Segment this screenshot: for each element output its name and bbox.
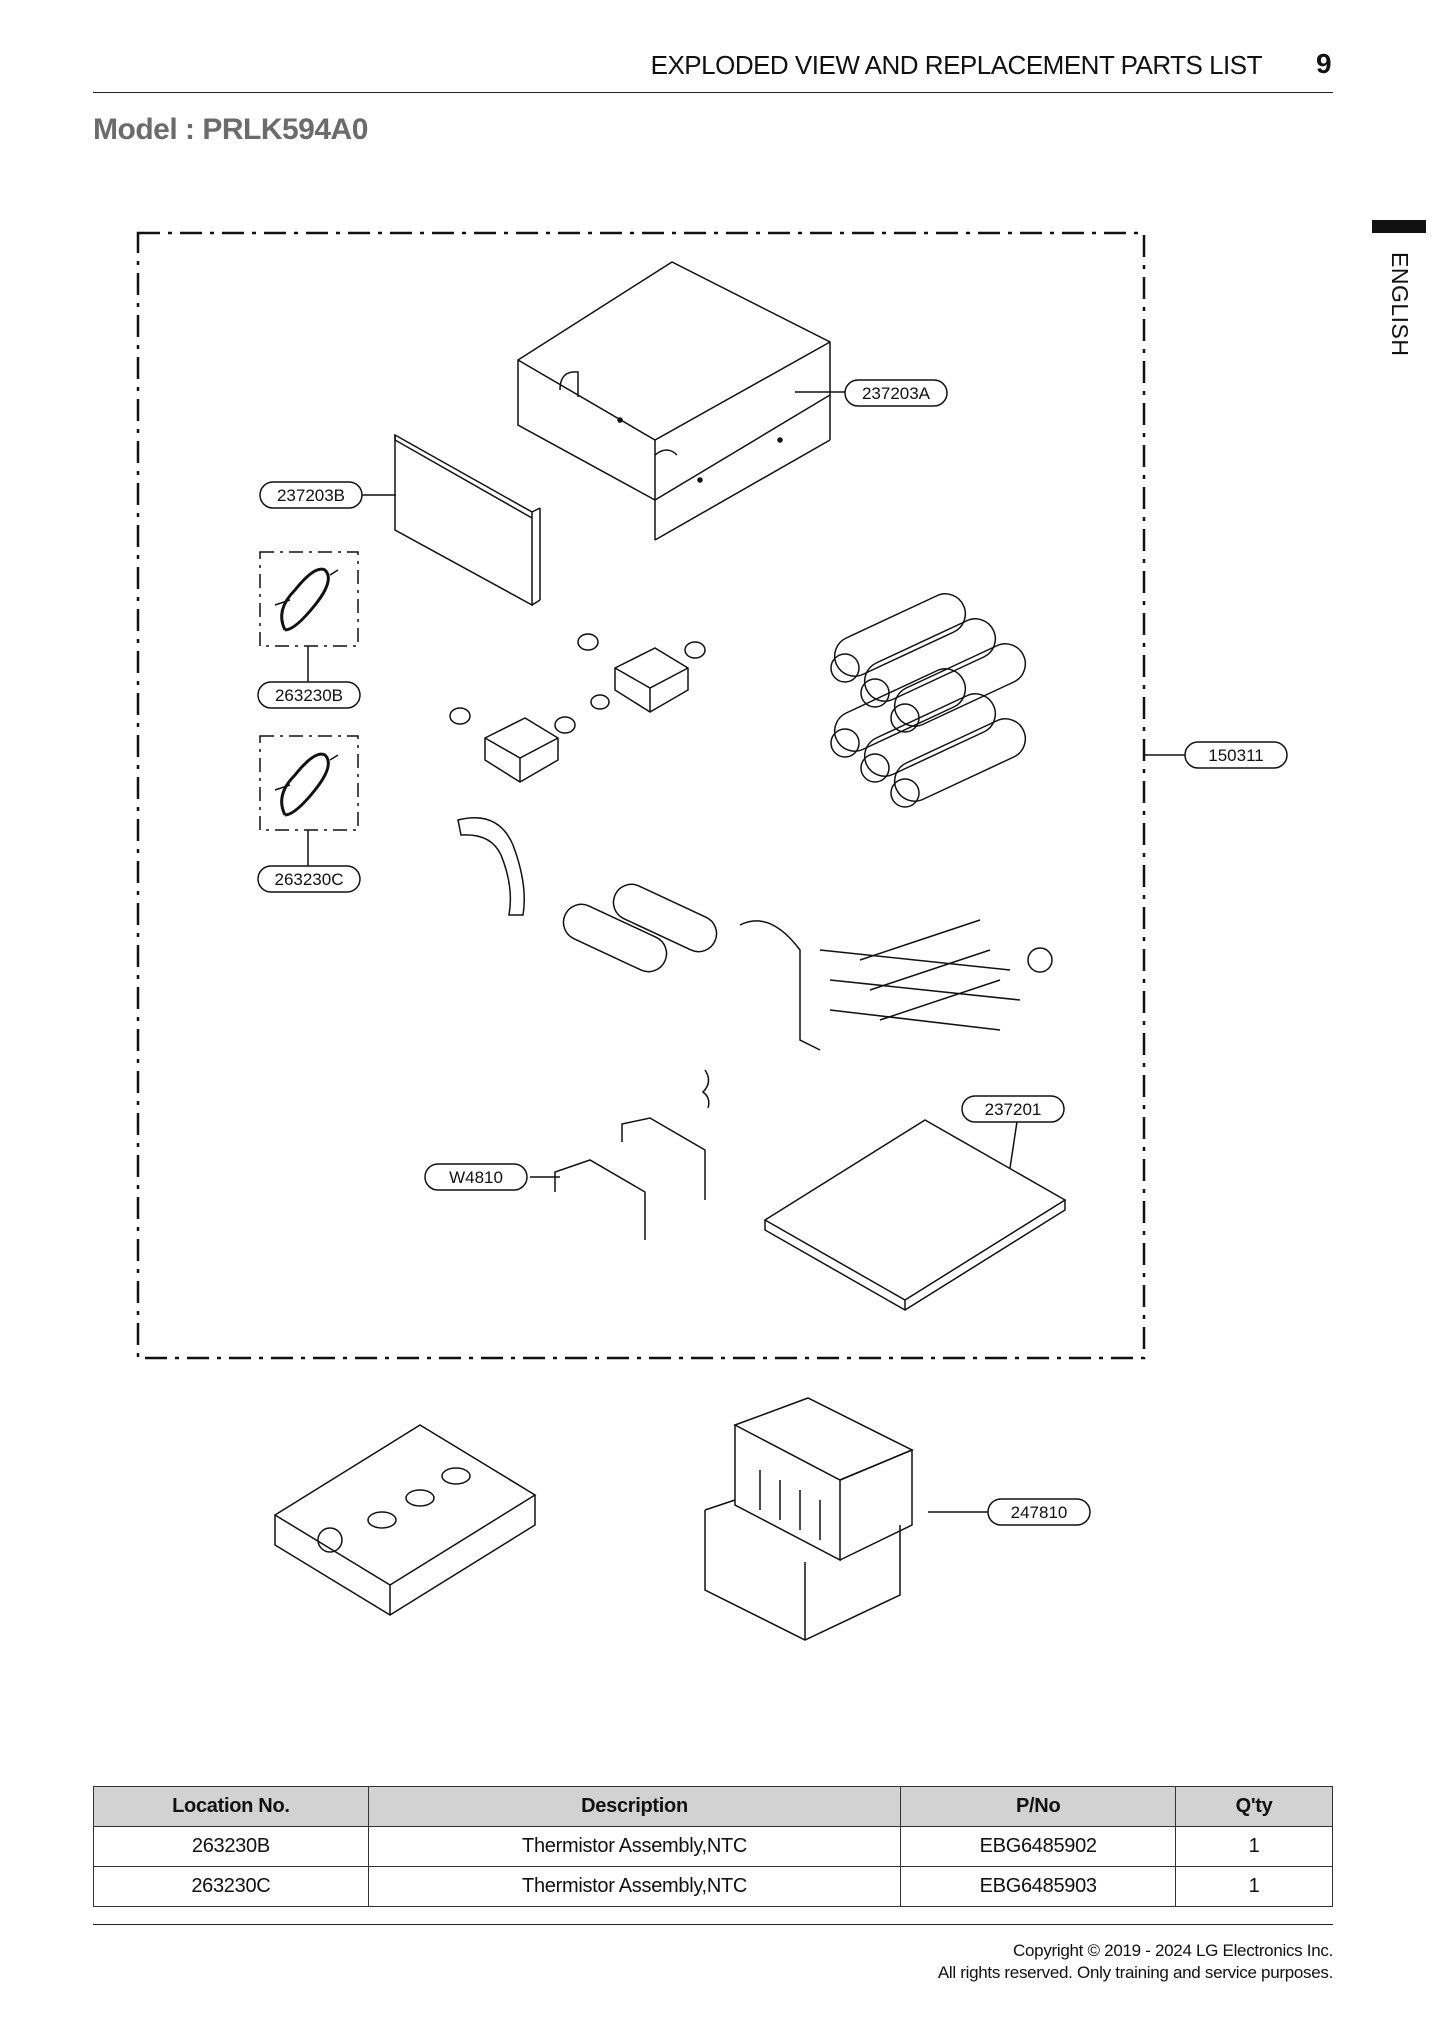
tube-part-2 bbox=[612, 883, 718, 953]
page-header-title: EXPLODED VIEW AND REPLACEMENT PARTS LIST bbox=[650, 50, 1263, 80]
cell-location-no: 263230C bbox=[93, 1866, 369, 1907]
cell-quantity: 1 bbox=[1175, 1866, 1333, 1907]
callout-237203B: 237203B bbox=[277, 486, 345, 505]
callout-W4810-shape bbox=[424, 1163, 528, 1191]
table-row: 263230B Thermistor Assembly,NTC EBG64859… bbox=[93, 1826, 1333, 1867]
language-tab-bar bbox=[1372, 220, 1426, 233]
cell-part-number: EBG6485902 bbox=[900, 1826, 1177, 1867]
manifold-part bbox=[739, 919, 1053, 1051]
cell-description: Thermistor Assembly,NTC bbox=[367, 1826, 902, 1867]
assembly-boundary bbox=[136, 231, 1146, 1360]
thermistor-box-b bbox=[259, 551, 359, 647]
base-plate-part bbox=[763, 1119, 1067, 1311]
wire-part bbox=[701, 1069, 710, 1109]
callout-263230B-shape bbox=[257, 681, 361, 709]
callout-W4810: W4810 bbox=[449, 1168, 503, 1187]
header-divider bbox=[93, 92, 1333, 93]
model-title: Model : PRLK594A0 bbox=[93, 113, 368, 146]
junction-boxes bbox=[449, 633, 706, 783]
callout-247810: 247810 bbox=[1011, 1503, 1068, 1522]
col-quantity: Q'ty bbox=[1175, 1786, 1333, 1827]
callout-263230C: 263230C bbox=[274, 870, 343, 889]
callout-247810-shape bbox=[987, 1498, 1091, 1526]
callout-150311-shape bbox=[1184, 741, 1288, 769]
controller-module-part bbox=[704, 1397, 914, 1641]
callout-263230B: 263230B bbox=[275, 686, 343, 705]
callout-237201-shape bbox=[961, 1095, 1065, 1123]
copyright-line: Copyright © 2019 - 2024 LG Electronics I… bbox=[1013, 1941, 1333, 1960]
callout-237203B-shape bbox=[259, 481, 363, 509]
elbow-tube-part bbox=[457, 817, 525, 916]
side-panel-part bbox=[394, 433, 541, 607]
footer-divider bbox=[93, 1924, 1333, 1925]
filter-cartridges-part bbox=[830, 593, 1027, 808]
top-cover-part bbox=[517, 261, 831, 541]
cell-part-number: EBG6485903 bbox=[900, 1866, 1177, 1907]
callout-150311: 150311 bbox=[1208, 746, 1263, 765]
table-row: 263230C Thermistor Assembly,NTC EBG64859… bbox=[93, 1866, 1333, 1907]
cell-quantity: 1 bbox=[1175, 1826, 1333, 1867]
callout-263230C-shape bbox=[257, 865, 361, 893]
col-location-no: Location No. bbox=[93, 1786, 369, 1827]
parts-table-header-row: Location No. Description P/No Q'ty bbox=[93, 1786, 1333, 1827]
parts-table: Location No. Description P/No Q'ty 26323… bbox=[93, 1786, 1333, 1907]
callout-237201: 237201 bbox=[985, 1100, 1042, 1119]
callout-237203A: 237203A bbox=[862, 384, 931, 403]
exploded-view-diagram: 237203A 237203B 263230B 263230C 150311 2… bbox=[136, 231, 1288, 1641]
col-part-number: P/No bbox=[900, 1786, 1177, 1827]
thermistor-box-c bbox=[259, 735, 359, 831]
page-number: 9 bbox=[1316, 48, 1332, 79]
language-tab-label: ENGLISH bbox=[1387, 252, 1413, 357]
cell-location-no: 263230B bbox=[93, 1826, 369, 1867]
callout-237203A-shape bbox=[844, 379, 948, 407]
col-description: Description bbox=[367, 1786, 902, 1827]
din-rail-mount-part bbox=[273, 1424, 537, 1616]
tube-part-1 bbox=[562, 903, 668, 973]
brackets-part bbox=[554, 1117, 706, 1240]
cell-description: Thermistor Assembly,NTC bbox=[367, 1866, 902, 1907]
rights-line: All rights reserved. Only training and s… bbox=[937, 1963, 1333, 1982]
